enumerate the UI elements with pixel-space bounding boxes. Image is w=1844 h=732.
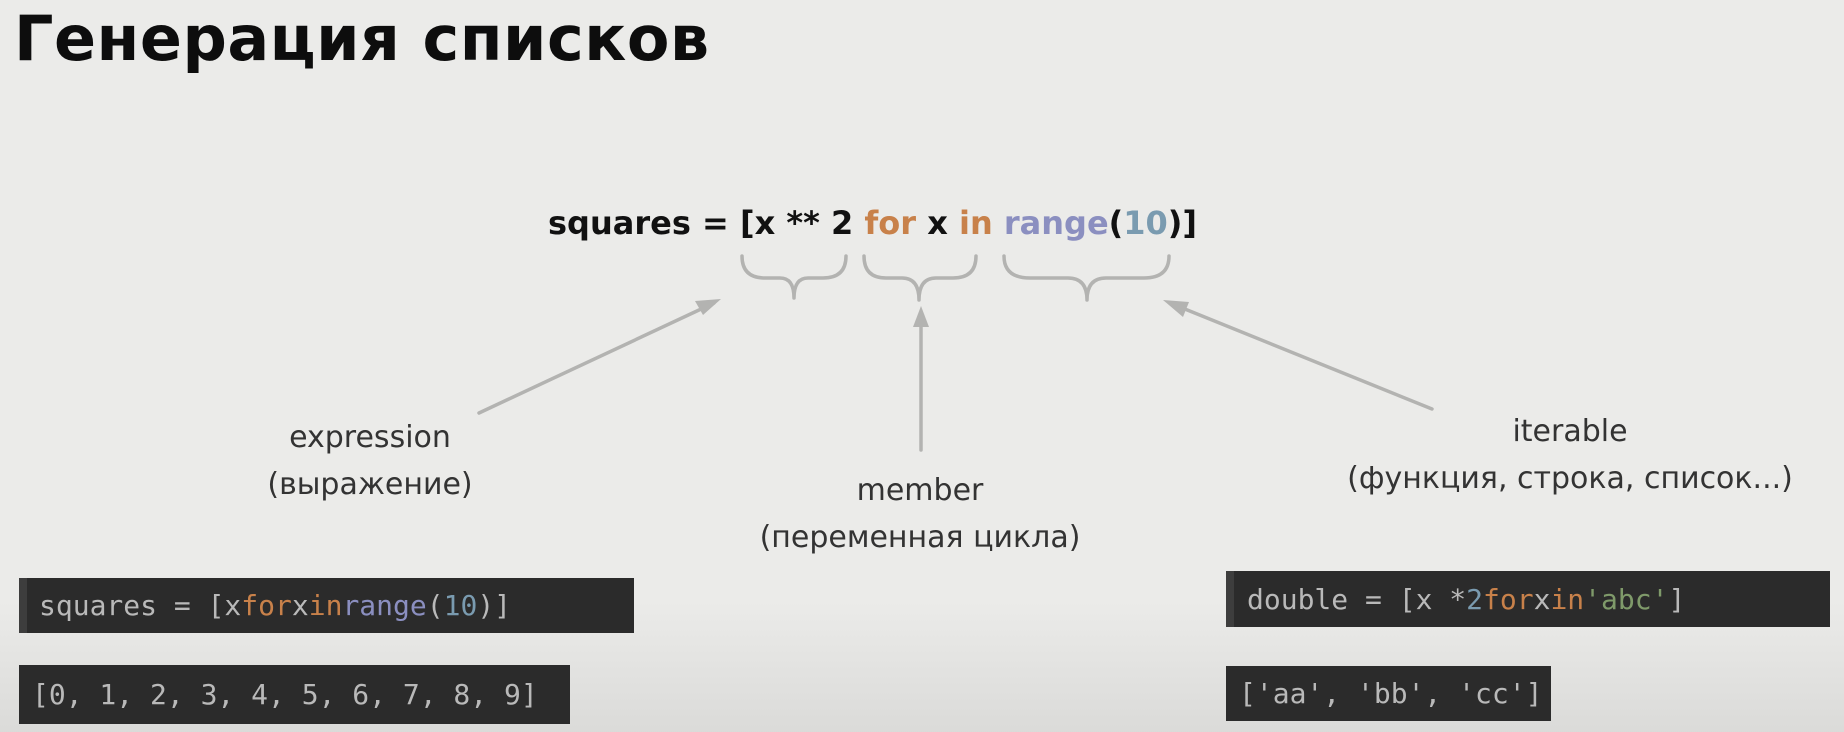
code-token-number: 10 xyxy=(1123,204,1168,242)
label-expression-subtitle: (выражение) xyxy=(267,467,473,502)
code-token-range: range xyxy=(992,204,1109,242)
code-keyword-for: for xyxy=(1483,582,1534,616)
example-right-code: double = [x * 2 for x in 'abc'] xyxy=(1226,571,1830,627)
main-code-line: squares = [x ** 2 for x in range(10)] xyxy=(548,204,1197,242)
code-text: squares = [x xyxy=(39,589,242,622)
code-function: range xyxy=(342,589,427,622)
code-token-close: )] xyxy=(1167,204,1198,242)
code-keyword-in: in xyxy=(308,589,343,622)
code-token-var: x xyxy=(916,204,959,242)
slide-title: Генерация списков xyxy=(14,2,710,75)
arrowhead-iterable-icon xyxy=(1163,300,1189,317)
code-token-expression: x ** 2 xyxy=(754,204,865,242)
label-iterable: iterable (функция, строка, список...) xyxy=(1305,408,1835,502)
code-string: 'abc' xyxy=(1584,582,1669,616)
label-member-subtitle: (переменная цикла) xyxy=(759,520,1081,555)
label-member-title: member xyxy=(856,473,984,508)
arrow-iterable-line xyxy=(1168,301,1434,411)
code-keyword-in: in xyxy=(1550,582,1585,616)
code-keyword-for: for xyxy=(241,589,292,622)
brace-member-icon xyxy=(862,254,978,302)
example-left-code: squares = [x for x in range(10)] xyxy=(19,578,634,633)
code-text: ] xyxy=(1668,582,1686,616)
code-token-eq: = [ xyxy=(690,204,755,242)
code-token-in: in xyxy=(958,204,993,242)
code-number: 2 xyxy=(1466,582,1484,616)
code-token-open-paren: ( xyxy=(1108,204,1124,242)
code-token-name: squares xyxy=(548,204,691,242)
arrowhead-member-icon xyxy=(913,306,929,327)
label-iterable-subtitle: (функция, строка, список...) xyxy=(1347,461,1793,496)
code-text: x xyxy=(291,589,309,622)
arrowhead-expression-icon xyxy=(695,299,721,315)
label-iterable-title: iterable xyxy=(1512,414,1628,449)
code-text: x xyxy=(1533,582,1551,616)
arrow-expression-line xyxy=(477,301,716,415)
code-number: 10 xyxy=(443,589,478,622)
label-expression: expression (выражение) xyxy=(230,414,510,508)
brace-iterable-icon xyxy=(1002,254,1171,302)
code-text: double = [x * xyxy=(1247,582,1467,616)
example-right-output: ['aa', 'bb', 'cc'] xyxy=(1226,666,1551,721)
code-text: )] xyxy=(477,589,512,622)
example-left-output: [0, 1, 2, 3, 4, 5, 6, 7, 8, 9] xyxy=(19,665,570,724)
brace-expression-icon xyxy=(740,254,848,300)
label-expression-title: expression xyxy=(289,420,451,455)
code-text: ( xyxy=(426,589,444,622)
label-member: member (переменная цикла) xyxy=(720,467,1120,561)
code-token-for: for xyxy=(864,204,917,242)
